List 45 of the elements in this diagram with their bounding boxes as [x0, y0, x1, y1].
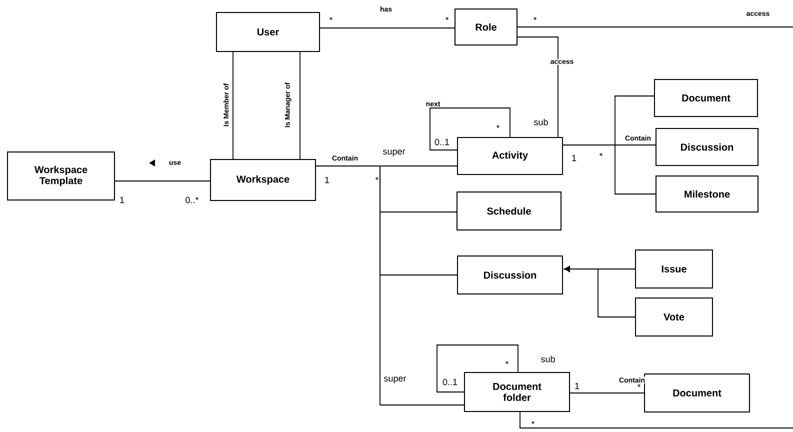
- class-box: Issue: [635, 250, 713, 288]
- association-line: [517, 36, 558, 138]
- multiplicity-label: 1: [120, 196, 124, 204]
- multiplicity-label: *: [375, 176, 379, 180]
- class-box: Activity: [457, 137, 563, 175]
- class-box: Discussion: [457, 256, 563, 294]
- multiplicity-label: sub: [541, 356, 555, 362]
- multiplicity-label: *: [637, 384, 641, 388]
- multiplicity-label: *: [505, 360, 509, 364]
- multiplicity-label: 1: [325, 176, 330, 184]
- class-box: Schedule: [456, 192, 562, 230]
- multiplicity-label: *: [445, 16, 449, 20]
- multiplicity-label: *: [531, 420, 535, 424]
- association-line: [517, 26, 793, 28]
- association-line: [232, 52, 234, 160]
- multiplicity-label: sub: [534, 118, 548, 126]
- association-line: [114, 180, 210, 182]
- association-line: [562, 144, 656, 194]
- class-box: Document: [644, 374, 750, 412]
- association-line: [564, 266, 636, 318]
- association-line: [570, 392, 644, 394]
- multiplicity-label: *: [599, 152, 603, 156]
- multiplicity-label: super: [383, 150, 406, 156]
- class-box: Document folder: [464, 372, 570, 412]
- class-box: Vote: [635, 298, 713, 336]
- multiplicity-label: *: [533, 16, 537, 20]
- association-line: [436, 344, 518, 392]
- class-box: Workspace Template: [7, 152, 115, 200]
- multiplicity-label: 0..1: [442, 378, 458, 386]
- class-box: Milestone: [656, 176, 758, 212]
- multiplicity-label: 0..1: [434, 138, 450, 146]
- association-line: [520, 412, 793, 428]
- class-box: Role: [454, 8, 518, 46]
- multiplicity-label: 1: [575, 382, 580, 390]
- class-box: User: [216, 12, 320, 52]
- association-line: [430, 108, 510, 150]
- multiplicity-label: super: [384, 376, 406, 384]
- multiplicity-label: 0..*: [186, 196, 199, 204]
- class-box: Workspace: [210, 159, 316, 201]
- association-line: [316, 166, 464, 406]
- multiplicity-label: *: [329, 16, 333, 20]
- class-box: Discussion: [656, 128, 758, 166]
- multiplicity-label: 1: [572, 154, 576, 162]
- class-box: Document: [654, 79, 758, 117]
- multiplicity-label: *: [496, 124, 500, 128]
